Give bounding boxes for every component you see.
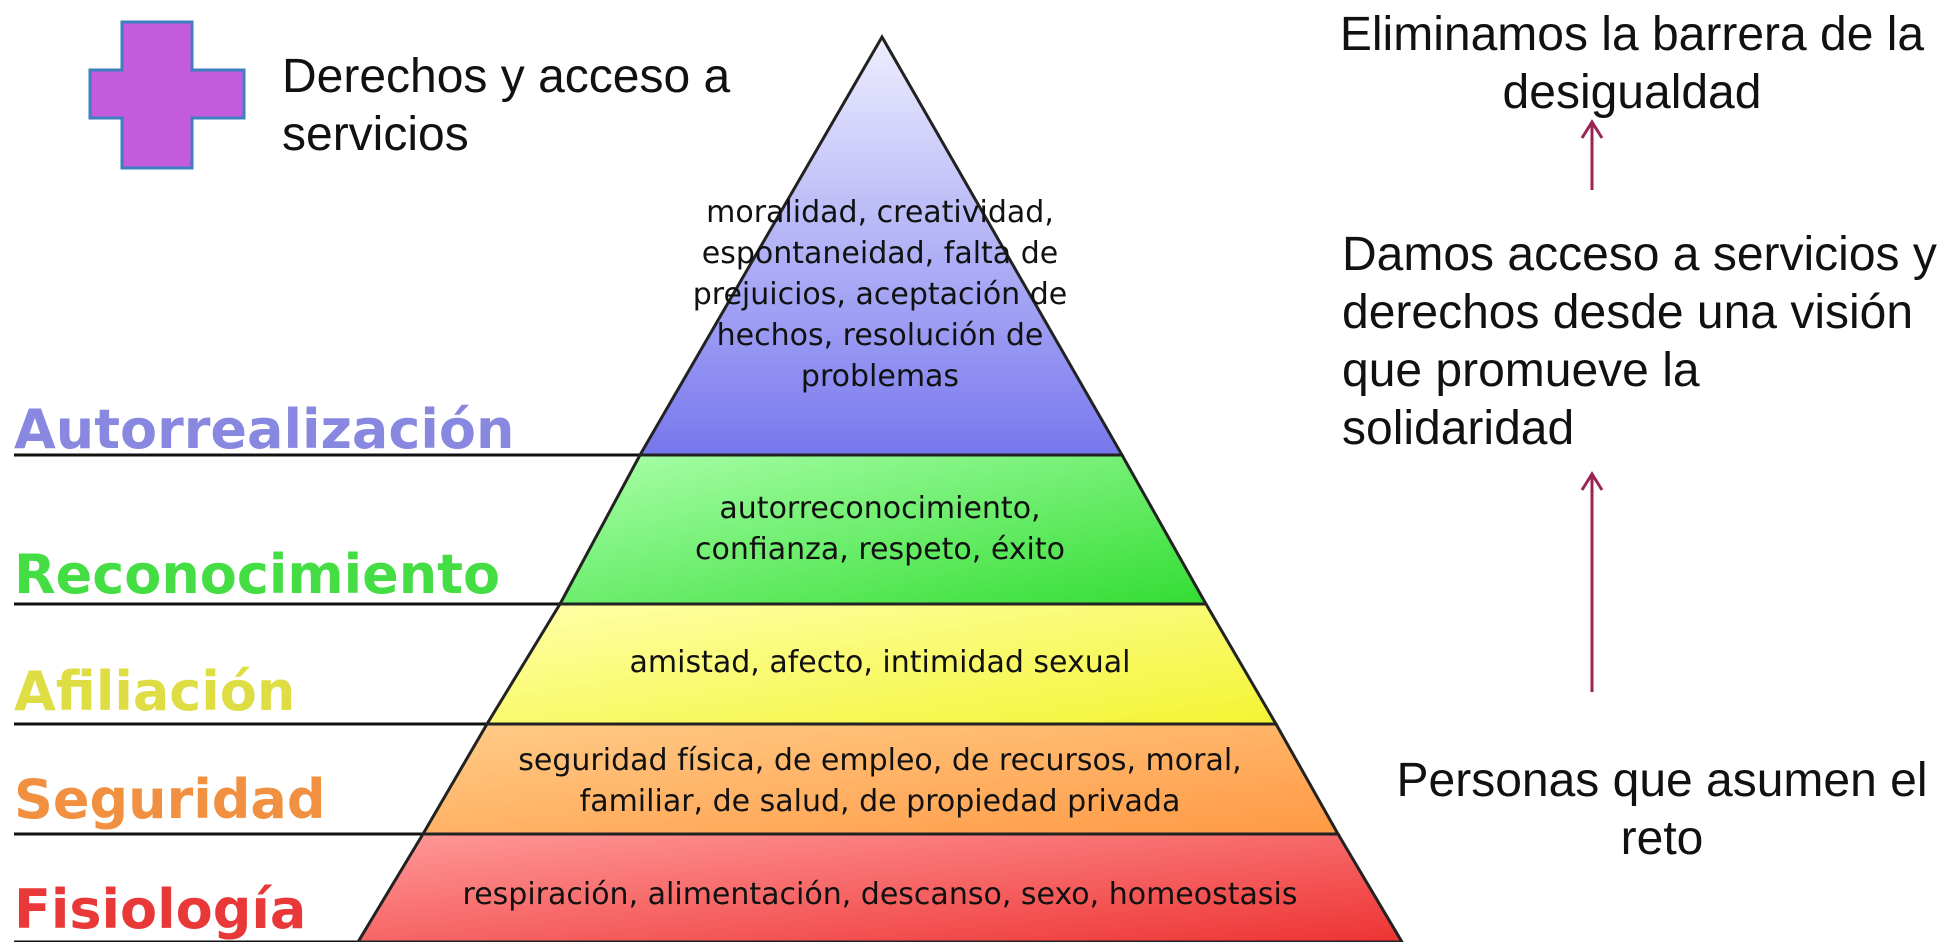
level-label-reconocimiento: Reconocimiento: [14, 543, 501, 606]
arrow-up-upper: [1580, 119, 1604, 190]
level-label-seguridad: Seguridad: [14, 768, 326, 831]
right-top-text: Eliminamos la barrera de la desigualdad: [1339, 8, 1925, 119]
tier-fisiologia: [356, 832, 1404, 942]
plus-icon: [88, 20, 246, 170]
right-middle-text: Damos acceso a servicios y derechos desd…: [1342, 228, 1937, 455]
level-label-afiliacion: Afiliación: [14, 660, 296, 723]
level-label-autorrealizacion: Autorrealización: [14, 398, 515, 461]
arrow-up-lower: [1580, 471, 1604, 692]
tier-description-reconocimiento: autorreconocimiento, confianza, respeto,…: [695, 491, 1065, 567]
tier-description-afiliacion: amistad, afecto, intimidad sexual: [629, 645, 1131, 680]
tier-description-seguridad: seguridad física, de empleo, de recursos…: [518, 743, 1242, 819]
right-bottom-text: Personas que asumen el reto: [1396, 754, 1928, 865]
tier-description-fisiologia: respiración, alimentación, descanso, sex…: [462, 877, 1298, 912]
legend-label: Derechos y acceso a servicios: [282, 50, 731, 161]
tier-description-autorrealizacion: moralidad, creatividad, espontaneidad, f…: [692, 195, 1068, 394]
level-label-fisiologia: Fisiología: [14, 878, 307, 941]
